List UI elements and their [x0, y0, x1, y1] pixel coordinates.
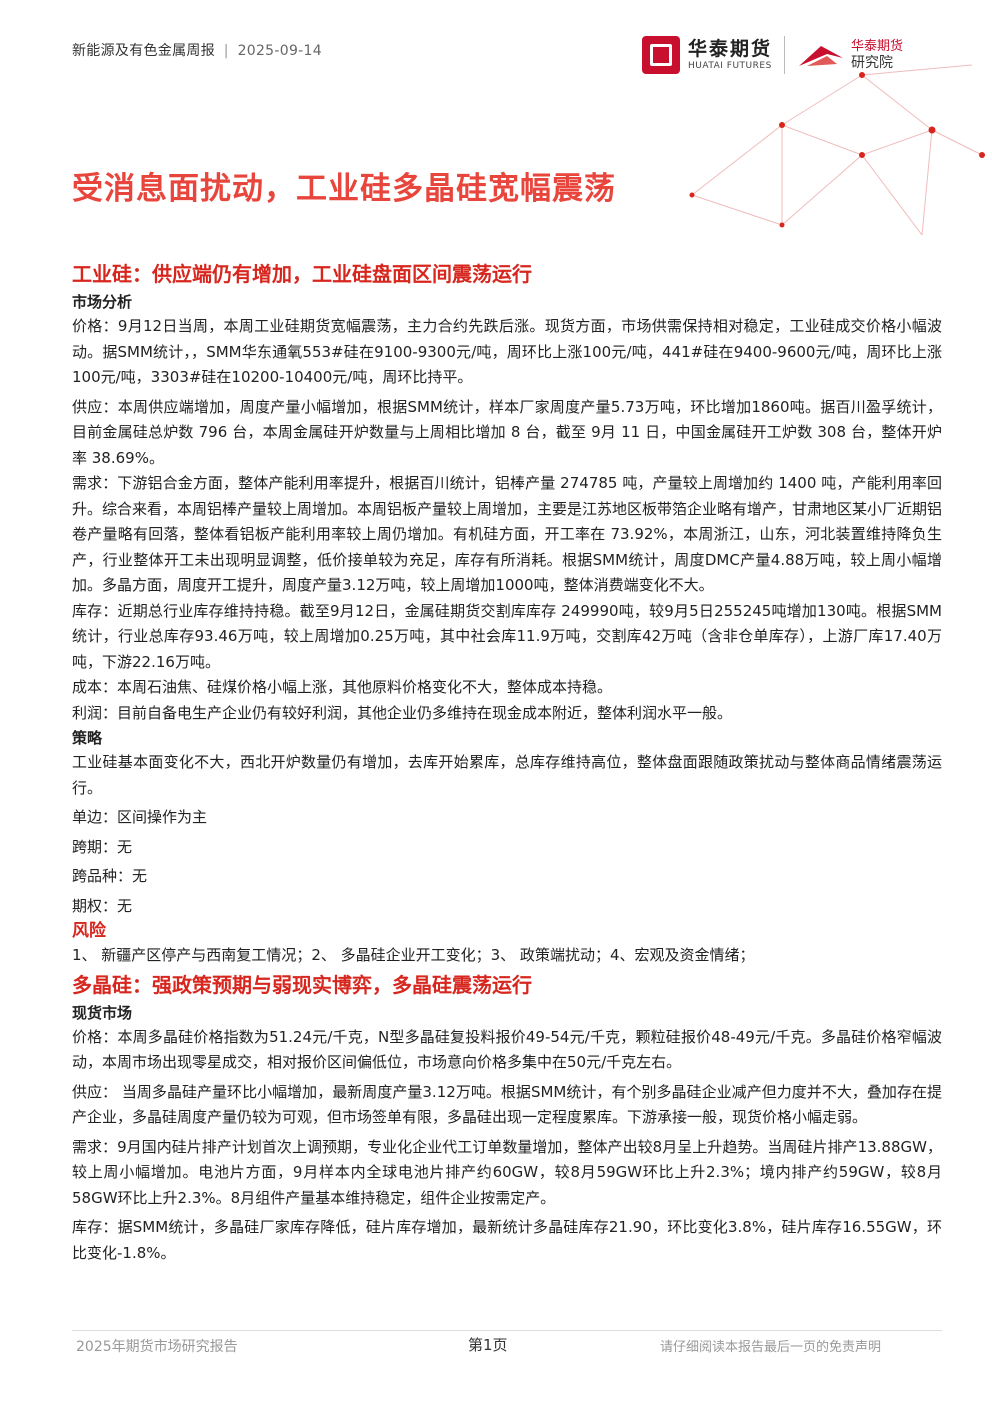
section-title-industrial-silicon: 工业硅：供应端仍有增加，工业硅盘面区间震荡运行 — [72, 262, 532, 286]
logo-divider — [784, 36, 786, 74]
paragraph-profit: 利润：目前自备电生产企业仍有较好利润，其他企业仍多维持在现金成本附近，整体利润水… — [72, 703, 733, 722]
strategy-option: 期权：无 — [72, 896, 133, 915]
strategy-cross: 跨品种：无 — [72, 867, 148, 885]
report-date: 2025-09-14 — [237, 43, 322, 59]
paragraph-inventory: 库存：近期总行业库存维持持稳。截至9月12日，金属硅期货交割库库存 249990… — [72, 601, 942, 671]
report-body: 工业硅：供应端仍有增加，工业硅盘面区间震荡运行 市场分析 价格：9月12日当周，… — [72, 258, 942, 1266]
institute-logo-icon — [799, 46, 844, 66]
company-logo: 华泰期货 HUATAI FUTURES 华泰期货 研究院 — [642, 36, 903, 74]
paragraph-demand: 需求：下游铝合金方面，整体产能利用率提升，根据百川统计，铝棒产量 274785 … — [72, 474, 943, 594]
poly-paragraph-inventory: 库存：据SMM统计，多晶硅厂家库存降低，硅片库存增加，最新统计多晶硅库存21.9… — [72, 1218, 942, 1262]
market-analysis-heading: 市场分析 — [72, 293, 133, 311]
logo-cn: 华泰期货 — [688, 38, 773, 60]
risk-heading: 风险 — [72, 921, 106, 941]
poly-paragraph-demand: 需求：9月国内硅片排产计划首次上调预期，专业化企业代工订单数量增加，整体产出较8… — [72, 1137, 942, 1207]
poly-paragraph-supply: 供应： 当周多晶硅产量环比小幅增加，最新周度产量3.12万吨。根据SMM统计，有… — [72, 1082, 942, 1127]
paragraph-risk: 1、 新疆产区停产与西南复工情况；2、 多晶硅企业开工变化；3、 政策端扰动；4… — [72, 946, 755, 964]
paragraph-strategy: 工业硅基本面变化不大，西北开炉数量仍有增加，去库开始累库，总库存维持高位，整体盘… — [72, 753, 942, 797]
paragraph-supply: 供应：本周供应端增加，周度产量小幅增加，根据SMM统计，样本厂家周度产量5.73… — [72, 397, 942, 467]
footer-divider — [72, 1330, 942, 1331]
page-header: 新能源及有色金属周报 | 2025-09-14 — [0, 0, 992, 240]
footer-disclaimer-note: 请仔细阅读本报告最后一页的免责声明 — [660, 1340, 882, 1355]
decorative-network-graphic — [689, 64, 985, 236]
header-separator: | — [223, 43, 229, 59]
footer-report-name: 2025年期货市场研究报告 — [76, 1339, 238, 1355]
strategy-calendar: 跨期：无 — [72, 837, 133, 856]
strategy-single: 单边：区间操作为主 — [72, 808, 208, 826]
main-title: 受消息面扰动，工业硅多晶硅宽幅震荡 — [72, 171, 616, 207]
paragraph-cost: 成本：本周石油焦、硅煤价格小幅上涨，其他原料价格变化不大，整体成本持稳。 — [72, 678, 613, 696]
paragraph-price: 价格：9月12日当周，本周工业硅期货宽幅震荡，主力合约先跌后涨。现货方面，市场供… — [72, 317, 942, 386]
report-name: 新能源及有色金属周报 — [72, 43, 215, 59]
section-title-polysilicon: 多晶硅：强政策预期与弱现实博弈，多晶硅震荡运行 — [72, 972, 532, 997]
report-header-line: 新能源及有色金属周报 | 2025-09-14 — [72, 40, 322, 60]
huatai-logo-icon — [642, 36, 680, 74]
logo-en: HUATAI FUTURES — [688, 61, 772, 71]
strategy-heading: 策略 — [72, 729, 103, 747]
poly-paragraph-price: 价格：本周多晶硅价格指数为51.24元/千克，N型多晶硅复投料报价49-54元/… — [72, 1027, 942, 1072]
institute-sub: 研究院 — [851, 55, 894, 71]
institute-name: 华泰期货 — [851, 39, 904, 54]
spot-market-heading: 现货市场 — [72, 1003, 133, 1022]
page-number: 第1页 — [468, 1336, 508, 1354]
